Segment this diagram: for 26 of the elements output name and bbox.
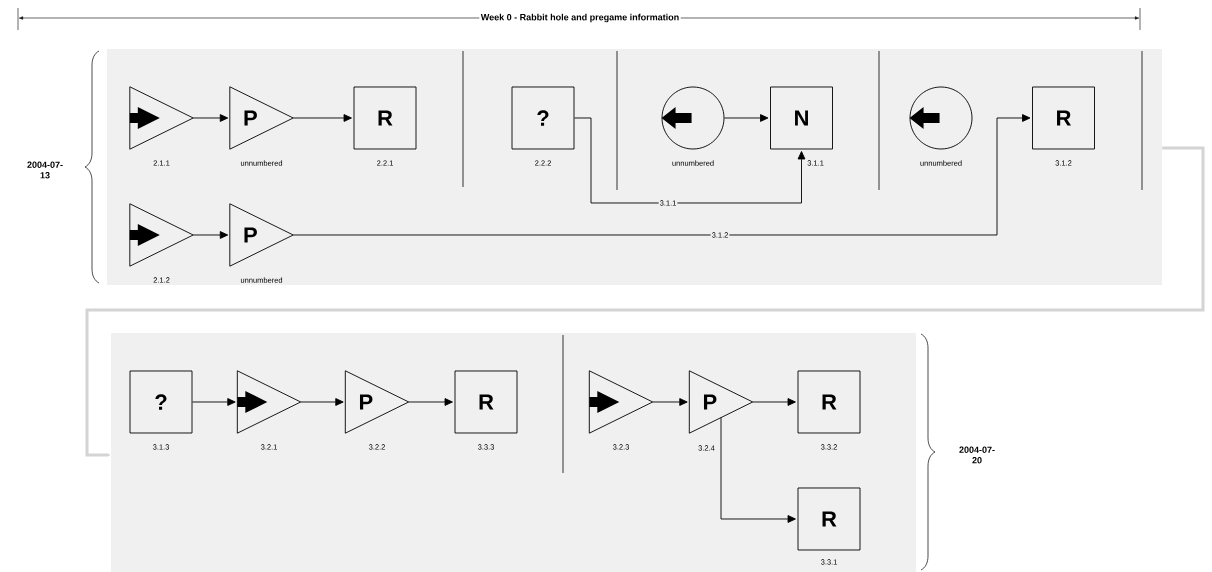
- square-box: R: [797, 370, 861, 434]
- arrow: [408, 398, 453, 406]
- arrow: [300, 398, 344, 406]
- arrow: [724, 114, 769, 122]
- arrow: [652, 398, 688, 406]
- square-box: ?: [511, 86, 575, 150]
- date-label: 2004-07- 13: [27, 161, 63, 179]
- square-box: R: [454, 370, 518, 434]
- arrow: [720, 417, 796, 523]
- square-box: R: [1032, 86, 1095, 150]
- arrow: [574, 117, 806, 204]
- square-box: R: [353, 86, 417, 150]
- panel-background: [107, 49, 1162, 285]
- square-box: ?: [129, 370, 193, 434]
- title: Week 0 - Rabbit hole and pregame information: [479, 12, 681, 24]
- square-box: N: [770, 86, 833, 150]
- arrow: [192, 231, 229, 239]
- arrow: [192, 114, 229, 122]
- arrow: [192, 398, 236, 406]
- arrow: [292, 114, 352, 122]
- arrow: [752, 398, 796, 406]
- arrow: [85, 146, 1205, 457]
- arrow: [292, 114, 1031, 236]
- square-box: R: [797, 487, 861, 551]
- date-label: 2004-07- 20: [959, 446, 995, 464]
- panel-background: [111, 333, 916, 572]
